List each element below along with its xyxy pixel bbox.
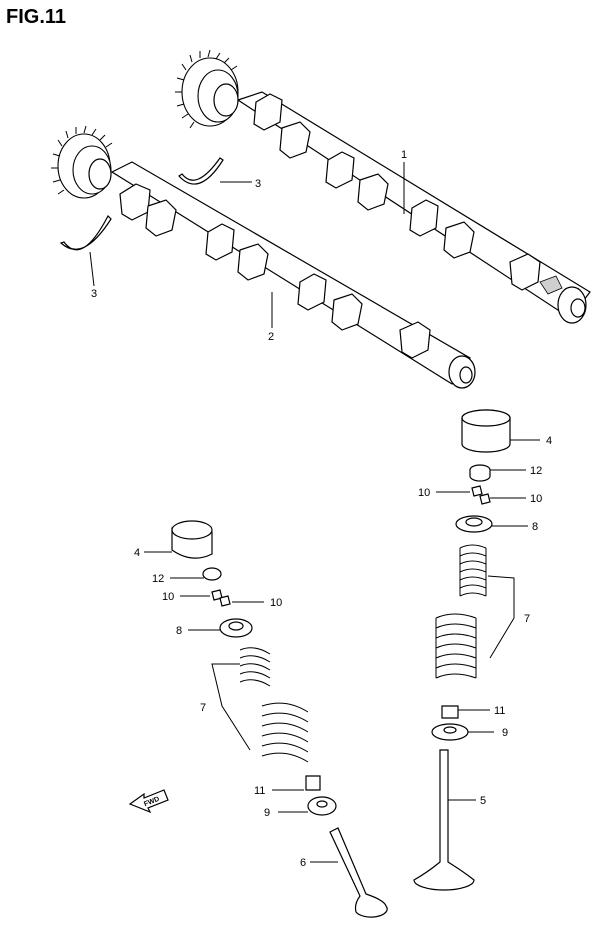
callout-spring-left: 7 bbox=[200, 702, 206, 714]
callout-seal-right: 11 bbox=[494, 705, 505, 717]
callout-spring-right: 7 bbox=[524, 613, 530, 625]
clip-lower bbox=[59, 214, 112, 251]
camshaft-2 bbox=[51, 125, 476, 389]
callout-tappet-left: 4 bbox=[134, 547, 140, 559]
callout-seat-left: 9 bbox=[264, 807, 270, 819]
camshaft-1 bbox=[175, 49, 591, 324]
right-valve-assembly bbox=[413, 409, 511, 891]
callout-tappet-right: 4 bbox=[546, 435, 552, 447]
figure-title: FIG.11 bbox=[6, 6, 67, 28]
clip-upper bbox=[178, 157, 224, 185]
callout-valve-right: 5 bbox=[480, 795, 486, 807]
callout-valve-left: 6 bbox=[300, 857, 306, 869]
callout-shim-left: 12 bbox=[152, 573, 164, 585]
callout-seat-right: 9 bbox=[502, 727, 508, 739]
callout-clip-upper: 3 bbox=[255, 178, 261, 190]
left-valve-assembly bbox=[171, 520, 388, 918]
callout-cotter-right-2: 10 bbox=[530, 493, 542, 505]
callout-camshaft-1: 1 bbox=[401, 149, 407, 161]
callout-cotter-left-2: 10 bbox=[270, 597, 282, 609]
callout-seal-left: 11 bbox=[254, 785, 265, 797]
callout-clip-lower: 3 bbox=[91, 288, 97, 300]
callout-retainer-left: 8 bbox=[176, 625, 182, 637]
callout-camshaft-2: 2 bbox=[268, 331, 274, 343]
callout-cotter-left-1: 10 bbox=[162, 591, 174, 603]
callout-retainer-right: 8 bbox=[532, 521, 538, 533]
callout-shim-right: 12 bbox=[530, 465, 542, 477]
front-direction-arrow: FWD bbox=[128, 789, 169, 814]
callout-cotter-right-1: 10 bbox=[418, 487, 430, 499]
